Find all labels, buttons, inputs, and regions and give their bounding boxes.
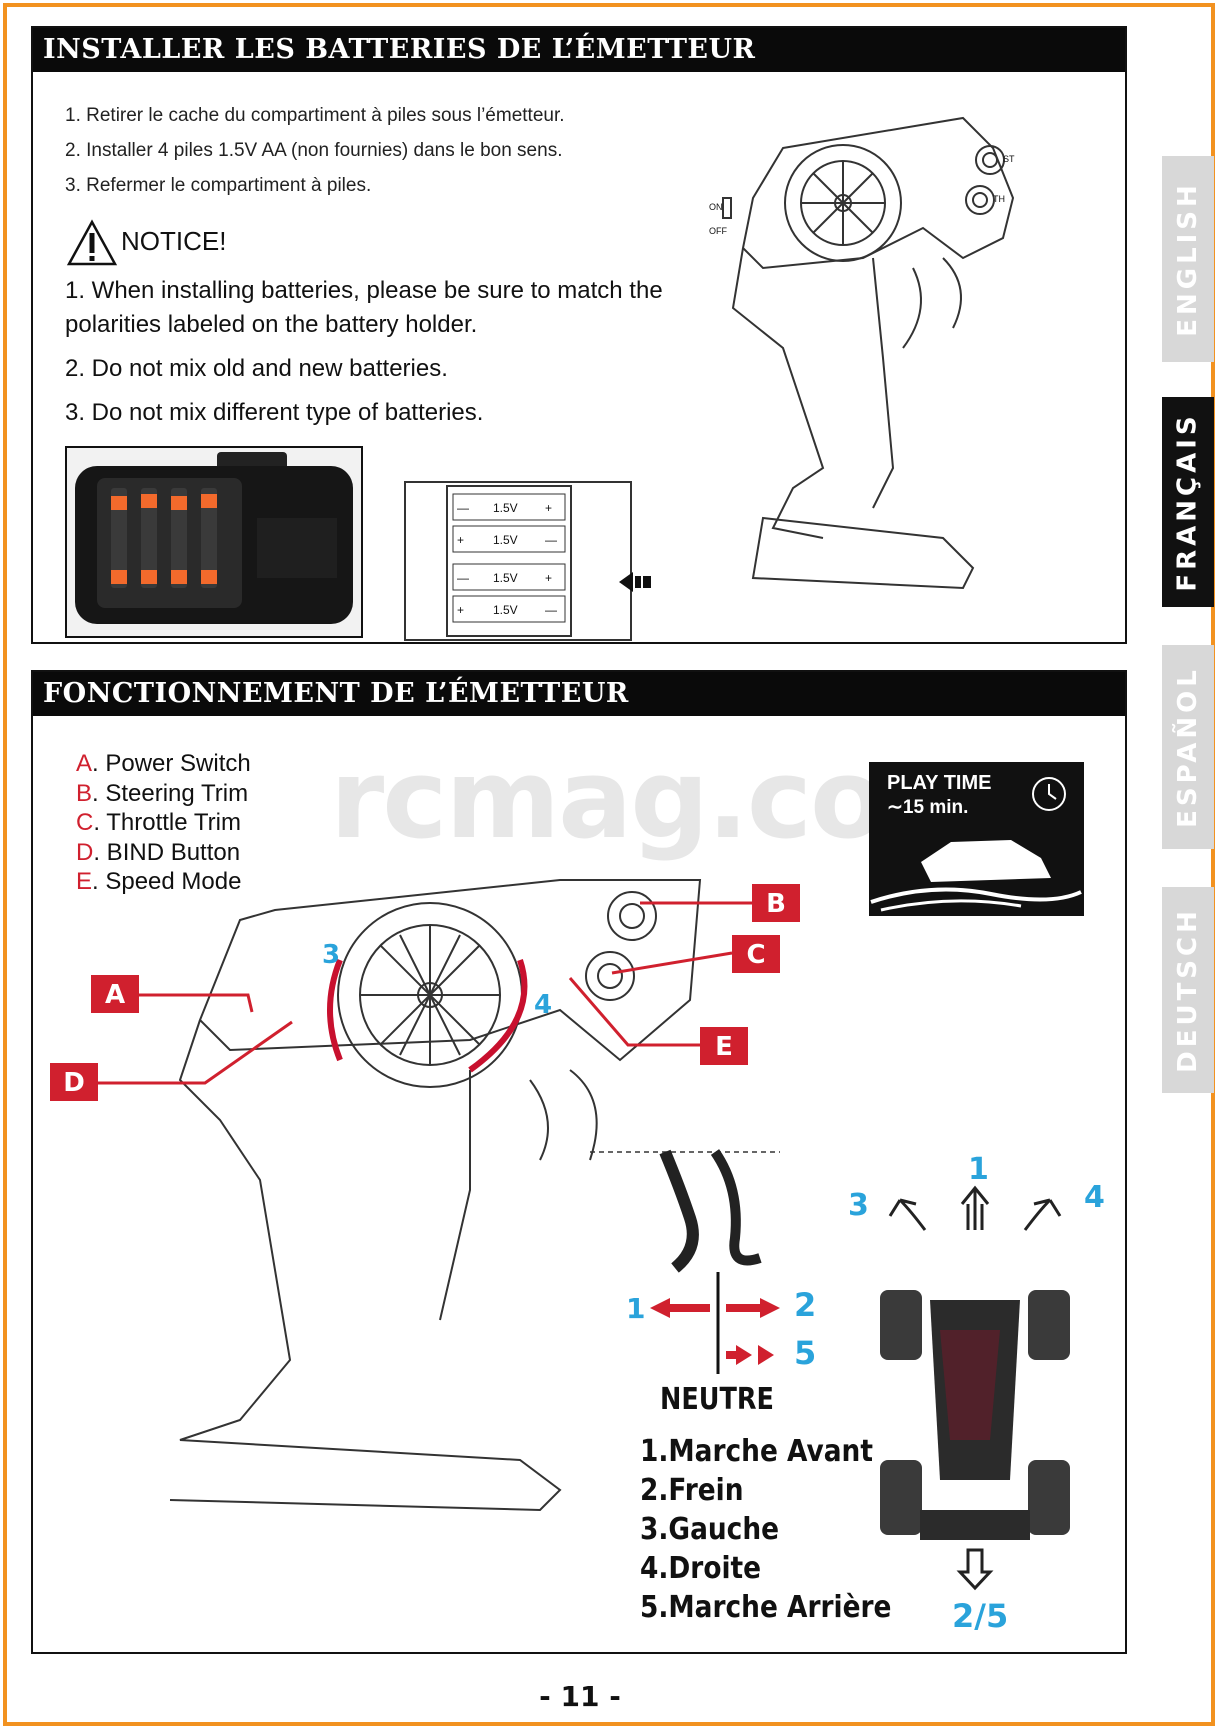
battery-section-title: INSTALLER LES BATTERIES DE L’ÉMETTEUR [33,28,1125,72]
legend-text: . BIND Button [93,838,241,866]
svg-text:—: — [457,571,469,585]
battery-compartment-photo [65,446,363,638]
legend-text: . Throttle Trim [93,809,241,836]
notice-item: 3. Do not mix different type of batterie… [65,399,484,426]
tab-deutsch[interactable]: DEUTSCH [1162,887,1214,1093]
battery-steps: 1. Retirer le cache du compartiment à pi… [65,98,565,203]
tab-deutsch-label: DEUTSCH [1173,907,1204,1073]
notice-title: NOTICE! [121,226,227,256]
car-top-view [880,1185,1070,1591]
svg-text:—: — [545,603,557,617]
callout-c: C [732,935,780,973]
play-time-badge: PLAY TIME ∼15 min. [869,762,1084,916]
legend-letter: D [76,838,94,866]
svg-text:+: + [545,571,552,585]
switch-on-label: ON [709,202,723,212]
legend-text: . Speed Mode [92,868,242,895]
callout-b-label: B [766,889,786,919]
page-number: - 11 - [539,1680,621,1713]
car-icon [870,840,1082,912]
trigger-number-reverse: 5 [794,1334,817,1372]
legend-letter: A [76,750,93,777]
play-time-title: PLAY TIME [887,772,992,794]
car-number-right: 4 [1084,1180,1105,1215]
control-item: 5.Marche Arrière [640,1590,892,1625]
tab-english-label: ENGLISH [1173,181,1203,337]
callout-b: B [752,884,800,922]
legend-item: B. Steering Trim [76,779,251,809]
car-number-up: 1 [968,1152,989,1187]
tab-espanol-label: ESPAÑOL [1173,666,1203,828]
callout-e-label: E [715,1032,733,1062]
control-item: 3.Gauche [640,1512,780,1547]
tab-francais-label: FRANÇAIS [1173,412,1204,592]
legend-letter: E [76,868,93,895]
callout-c-label: C [746,940,765,970]
play-time-duration: ∼15 min. [887,797,969,818]
neutre-label: NEUTRE [660,1382,774,1417]
warning-icon [66,219,118,266]
battery-step: 3. Refermer le compartiment à piles. [65,175,372,196]
battery-voltage-label: 1.5V [493,533,518,547]
legend-letter: B [76,779,93,807]
page-border [3,3,1215,1726]
trigger-number-forward: 1 [626,1292,646,1325]
svg-text:+: + [545,501,552,515]
notice-item: 1. When installing batteries, please be … [65,277,663,338]
callout-d: D [50,1063,98,1101]
legend-text: . Power Switch [92,750,251,777]
battery-step: 1. Retirer le cache du compartiment à pi… [65,105,565,126]
svg-text:+: + [457,603,464,617]
tab-francais[interactable]: FRANÇAIS [1162,397,1214,607]
notice-list: 1. When installing batteries, please be … [65,274,665,440]
battery-section: INSTALLER LES BATTERIES DE L’ÉMETTEUR 1.… [31,26,1127,644]
function-legend: A. Power Switch B. Steering Trim C. Thro… [76,749,251,897]
control-item: 4.Droite [640,1551,762,1586]
st-knob-label: ST [1003,154,1015,164]
car-number-down: 2/5 [952,1597,1009,1635]
tab-english[interactable]: ENGLISH [1162,156,1214,362]
battery-voltage-label: 1.5V [493,603,518,617]
car-number-left: 3 [848,1188,869,1223]
legend-item: C. Throttle Trim [76,808,251,838]
battery-holder-diagram: — 1.5V + +1.5V — — 1.5V + +1.5V — [404,481,651,641]
legend-item: E. Speed Mode [76,867,251,897]
legend-item: A. Power Switch [76,749,251,779]
control-item: 1.Marche Avant [640,1434,873,1469]
transmitter-drawing: ON OFF ST TH [709,116,1015,590]
callout-d-label: D [63,1068,85,1098]
callout-a-label: A [105,980,125,1010]
legend-letter: C [76,809,94,836]
clock-icon [1032,777,1066,811]
tab-espanol[interactable]: ESPAÑOL [1162,645,1214,849]
controls-list: 1.Marche Avant 2.Frein 3.Gauche 4.Droite… [640,1432,926,1627]
callout-e: E [700,1027,748,1065]
operation-section-title: FONCTIONNEMENT DE L’ÉMETTEUR [33,672,1125,716]
callout-a: A [91,975,139,1013]
svg-text:—: — [545,533,557,547]
legend-text: . Steering Trim [92,779,249,807]
legend-item: D. BIND Button [76,838,251,868]
trigger-number-brake: 2 [794,1286,817,1324]
battery-step: 2. Installer 4 piles 1.5V AA (non fourni… [65,140,563,161]
battery-voltage-label: 1.5V [493,501,518,515]
control-item: 2.Frein [640,1473,744,1508]
wheel-number-right: 4 [534,990,553,1020]
trigger-diagram [590,1149,780,1374]
transmitter-diagram [169,879,702,1512]
svg-text:—: — [457,501,469,515]
switch-off-label: OFF [709,226,727,236]
notice-item: 2. Do not mix old and new batteries. [65,355,448,382]
wheel-number-left: 3 [322,940,341,970]
svg-text:+: + [457,533,464,547]
battery-voltage-label: 1.5V [493,571,518,585]
th-knob-label: TH [993,194,1005,204]
